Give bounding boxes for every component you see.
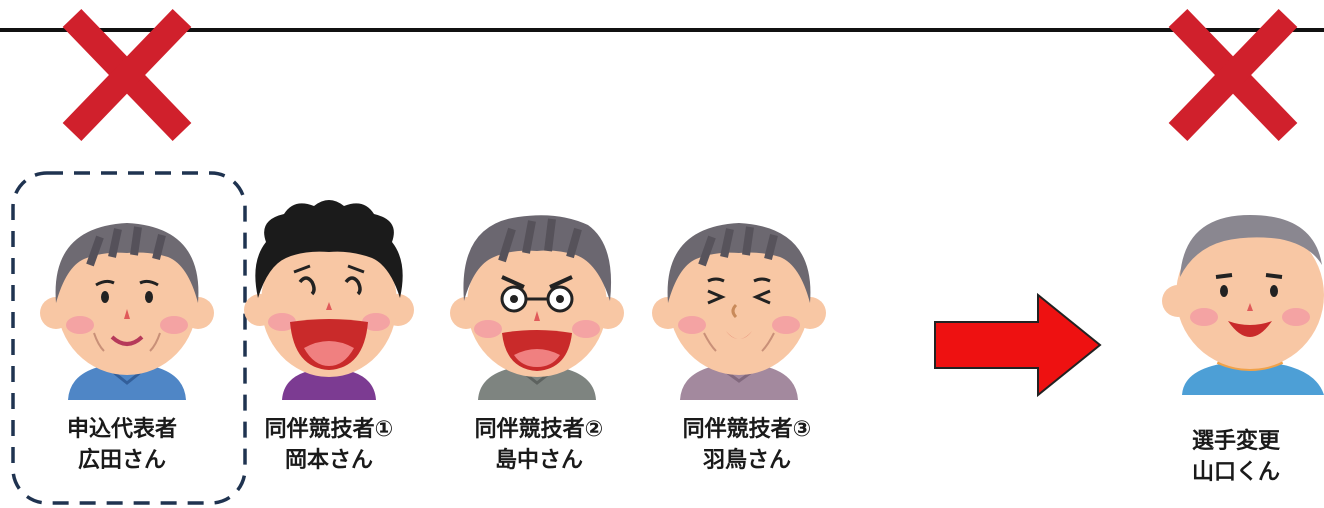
person-avatar-okamoto: [244, 200, 414, 400]
person-name: 島中さん: [494, 448, 583, 473]
person-avatar-shimanaka: [450, 215, 624, 400]
cross-mark-icon: [62, 8, 192, 142]
person-name: 広田さん: [77, 448, 166, 473]
cross-mark-icon: [1168, 8, 1298, 142]
person-role: 同伴競技者①: [264, 417, 394, 442]
person-role: 同伴競技者②: [474, 417, 604, 442]
top-divider-line: [0, 28, 1324, 32]
person-label-yamaguchi: 選手変更 山口くん: [1176, 426, 1296, 488]
person-avatar-yamaguchi: [1162, 215, 1324, 395]
person-role: 同伴競技者③: [682, 417, 812, 442]
person-avatar-hirota: [40, 223, 214, 400]
dashed-highlight-box: [11, 171, 247, 505]
replacement-arrow-icon: [934, 292, 1102, 398]
person-name: 岡本さん: [284, 448, 373, 473]
person-avatar-hatori: [652, 223, 826, 400]
person-role: 選手変更: [1191, 429, 1280, 454]
person-label-okamoto: 同伴競技者① 岡本さん: [230, 414, 428, 476]
person-role: 申込代表者: [66, 417, 177, 442]
person-label-hatori: 同伴競技者③ 羽鳥さん: [648, 414, 846, 476]
person-label-shimanaka: 同伴競技者② 島中さん: [440, 414, 638, 476]
person-label-hirota: 申込代表者 広田さん: [28, 414, 216, 476]
person-name: 山口くん: [1191, 460, 1280, 485]
person-name: 羽鳥さん: [702, 448, 791, 473]
